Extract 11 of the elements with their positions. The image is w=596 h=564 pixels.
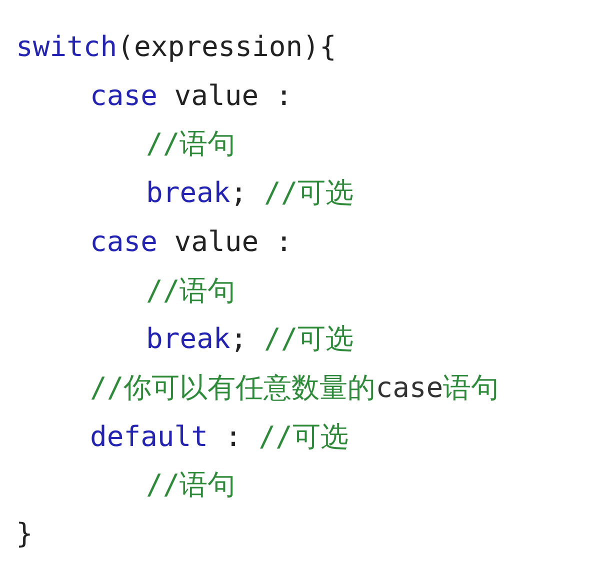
code-line: case value : [90, 224, 292, 260]
code-line: //你可以有任意数量的case语句 [90, 370, 500, 406]
code-line: case value : [90, 78, 292, 114]
code-line: break; //可选 [146, 321, 354, 358]
code-line: switch(expression){ [16, 29, 336, 65]
code-line: default : //可选 [90, 418, 348, 455]
code-line: //语句 [146, 467, 236, 504]
code-line: break; //可选 [146, 175, 354, 212]
code-line: //语句 [146, 126, 236, 162]
code-line: } [16, 516, 33, 552]
code-line: //语句 [146, 272, 236, 308]
